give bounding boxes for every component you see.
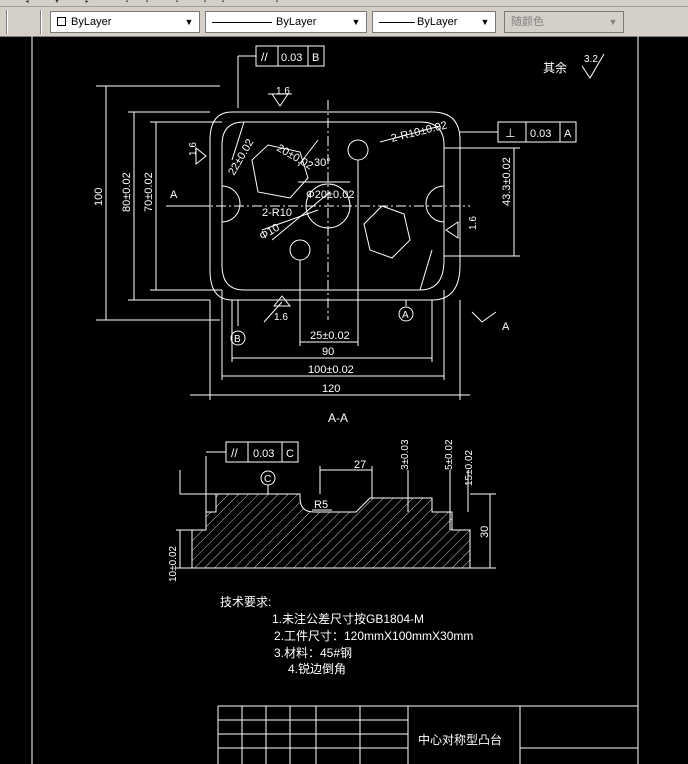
tech-requirement-3: 3.材料：45#钢 <box>274 646 352 660</box>
gtol-top-value: 0.03 <box>281 52 302 64</box>
gtol-section-datum: C <box>286 448 294 460</box>
dim-phi20: Φ20±0.02 <box>306 189 354 201</box>
horizontal-dimensions <box>190 160 470 400</box>
title-block <box>217 705 638 764</box>
dim-43-3: 43.3±0.02 <box>501 157 513 206</box>
linetype-sample-line <box>212 22 272 23</box>
section-profile <box>191 493 471 569</box>
chevron-down-icon: ▼ <box>184 17 194 27</box>
toolbar-icon-7[interactable]: ▪ <box>203 0 207 5</box>
dim-70: 70±0.02 <box>143 172 155 212</box>
center-lines <box>180 100 470 320</box>
gtol-frame-right <box>497 121 577 143</box>
tech-requirement-4: 4.锐边倒角 <box>288 662 346 676</box>
datum-a-label: A <box>402 310 409 321</box>
dim-27: 27 <box>354 459 366 471</box>
gtol-top-symbol: // <box>261 50 268 64</box>
dim-25: 25±0.02 <box>310 330 350 342</box>
section-title: A-A <box>328 411 348 425</box>
color-control-value: ByLayer <box>71 16 112 28</box>
dim-5: 5±0.02 <box>444 439 455 470</box>
dim-20-pocket: 20±0.02 <box>275 142 315 172</box>
toolbar-icon-1[interactable]: ◂ <box>25 0 29 5</box>
drawing-canvas[interactable]: // 0.03 B ⊥ 0.03 A 其余 3.2 1.6 1.6 1.6 1.… <box>0 36 688 764</box>
roughness-left-value: 1.6 <box>188 142 199 156</box>
dim-22: 22±0.02 <box>226 137 256 177</box>
toolbar-icon-5[interactable]: ▪ <box>145 0 149 5</box>
datum-b-label: B <box>234 334 241 345</box>
lineweight-control-dropdown[interactable]: ByLayer ▼ <box>372 11 496 33</box>
dim-2-r10-top: 2-R10±0.02 <box>390 119 449 145</box>
dim-3: 3±0.03 <box>400 439 411 470</box>
linetype-control-value: ByLayer <box>276 16 317 28</box>
dim-100-vertical: 100 <box>93 188 105 206</box>
section-dimensions <box>176 456 496 569</box>
surface-finish-value: 3.2 <box>584 54 598 65</box>
color-swatch <box>57 17 66 26</box>
dim-2-r10: 2-R10 <box>262 207 292 219</box>
gtol-right-symbol: ⊥ <box>505 126 515 140</box>
gtol-section-symbol: // <box>231 446 238 460</box>
datum-c-label: C <box>264 474 271 485</box>
dim-100-horizontal: 100±0.02 <box>308 364 354 376</box>
datum-b-circle <box>230 330 246 346</box>
leader-lines <box>166 55 498 326</box>
gtol-right-datum: A <box>564 128 572 140</box>
linetype-control-dropdown[interactable]: ByLayer ▼ <box>205 11 367 33</box>
dim-90: 90 <box>322 346 334 358</box>
dim-80: 80±0.02 <box>121 172 133 212</box>
standard-toolbar-strip: ◂ ▾ ▸ ▪ ▪ ▪ ▪ ▪ ▪ <box>0 0 688 7</box>
toolbar-icon-9[interactable]: ▪ <box>275 0 279 5</box>
gtol-section-value: 0.03 <box>253 448 274 460</box>
dim-10: 10±0.02 <box>168 545 179 582</box>
toolbar-icon-6[interactable]: ▪ <box>175 0 179 5</box>
chevron-down-icon: ▼ <box>351 17 361 27</box>
tech-requirement-2: 2.工件尺寸：120mmX100mmX30mm <box>274 629 473 643</box>
gtol-frame-section <box>206 441 299 463</box>
lineweight-control-value: ByLayer <box>417 16 458 28</box>
plotstyle-control-dropdown[interactable]: 随颜色 ▼ <box>504 11 624 33</box>
dim-120: 120 <box>322 383 340 395</box>
roughness-bottom-value: 1.6 <box>274 312 288 323</box>
roughness-top-value: 1.6 <box>276 86 290 97</box>
tech-requirement-1: 1.未注公差尺寸按GB1804-M <box>272 611 424 626</box>
lineweight-sample-line <box>379 22 415 23</box>
chevron-down-icon: ▼ <box>480 17 490 27</box>
toolbar-icon-3[interactable]: ▸ <box>85 0 89 5</box>
plotstyle-control-value: 随颜色 <box>511 16 544 28</box>
dim-30: 30 <box>479 526 491 538</box>
dim-30deg: 30° <box>314 157 331 169</box>
gtol-frame-top <box>255 45 325 67</box>
dim-15: 15±0.02 <box>464 449 475 486</box>
gtol-right-value: 0.03 <box>530 128 551 140</box>
surface-finish-note: 其余 <box>543 60 567 75</box>
section-arrow-label-right: A <box>502 321 510 333</box>
chevron-down-icon: ▼ <box>608 17 618 27</box>
dim-r5: R5 <box>314 499 328 511</box>
properties-toolbar: ◂ ▾ ▸ ▪ ▪ ▪ ▪ ▪ ▪ ByLayer ▼ ByLayer ▼ By… <box>0 0 688 37</box>
toolbar-icon-2[interactable]: ▾ <box>55 0 59 5</box>
toolbar-icon-4[interactable]: ▪ <box>125 0 129 5</box>
toolbar-separator <box>40 10 42 34</box>
color-control-dropdown[interactable]: ByLayer ▼ <box>50 11 200 33</box>
roughness-symbols <box>195 53 605 307</box>
vertical-dimensions <box>96 85 520 321</box>
roughness-right-value: 1.6 <box>468 216 479 230</box>
tech-requirements-title: 技术要求: <box>220 595 271 609</box>
section-arrow-label-left: A <box>170 189 178 201</box>
dim-phi10: Φ10 <box>258 222 282 243</box>
toolbar-icon-8[interactable]: ▪ <box>221 0 225 5</box>
datum-a-circle <box>398 306 414 322</box>
gtol-top-datum: B <box>312 52 319 64</box>
toolbar-separator <box>6 10 8 34</box>
title-block-part-name: 中心对称型凸台 <box>418 732 502 747</box>
